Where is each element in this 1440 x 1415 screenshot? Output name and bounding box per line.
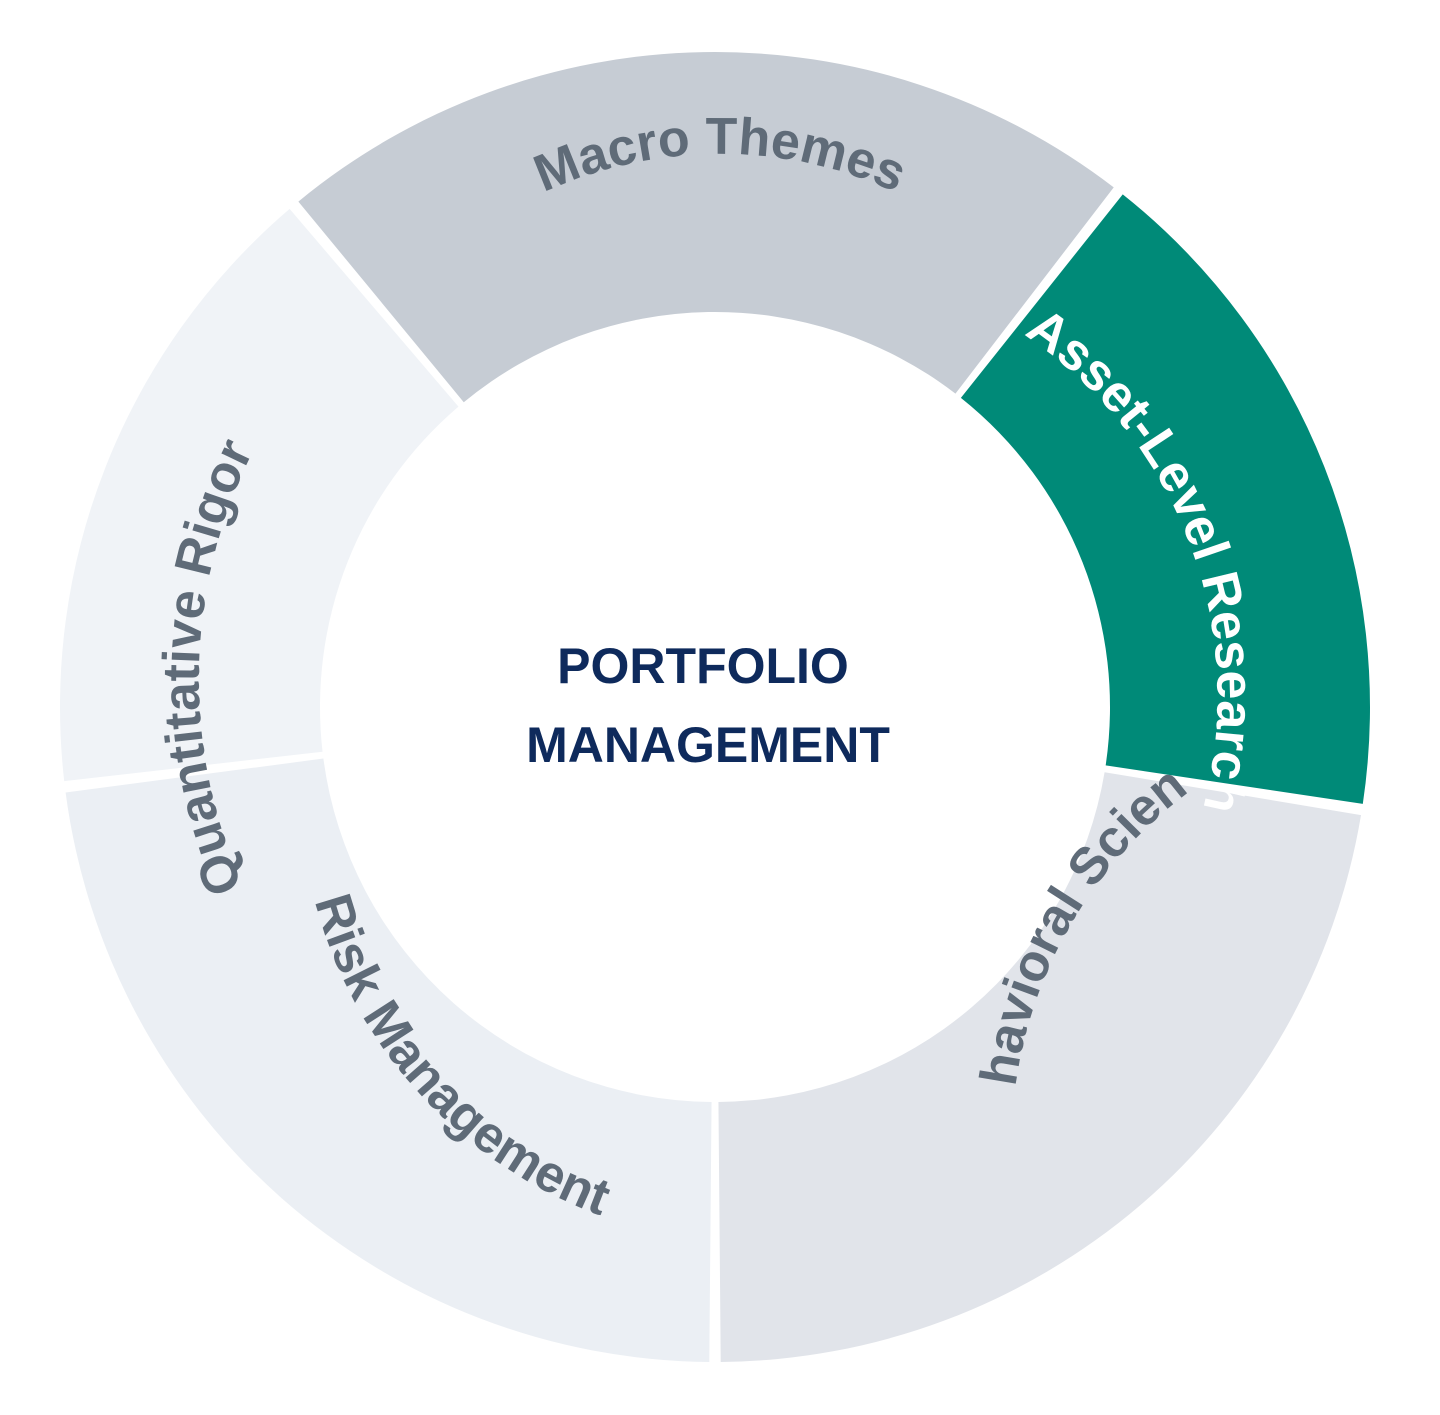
segment-macro-themes[interactable]: [298, 51, 1114, 403]
segment-risk-management[interactable]: [65, 758, 712, 1362]
segments-layer: [59, 51, 1371, 1362]
center-title-line-1: PORTFOLIO: [557, 638, 849, 694]
segment-quantitative-rigor[interactable]: [59, 208, 459, 782]
segment-asset-level-research[interactable]: [960, 194, 1371, 804]
segment-behavioral-science[interactable]: [718, 772, 1362, 1362]
center-title-line-2: MANAGEMENT: [526, 717, 890, 773]
center-gear-hub: [330, 324, 1100, 1093]
